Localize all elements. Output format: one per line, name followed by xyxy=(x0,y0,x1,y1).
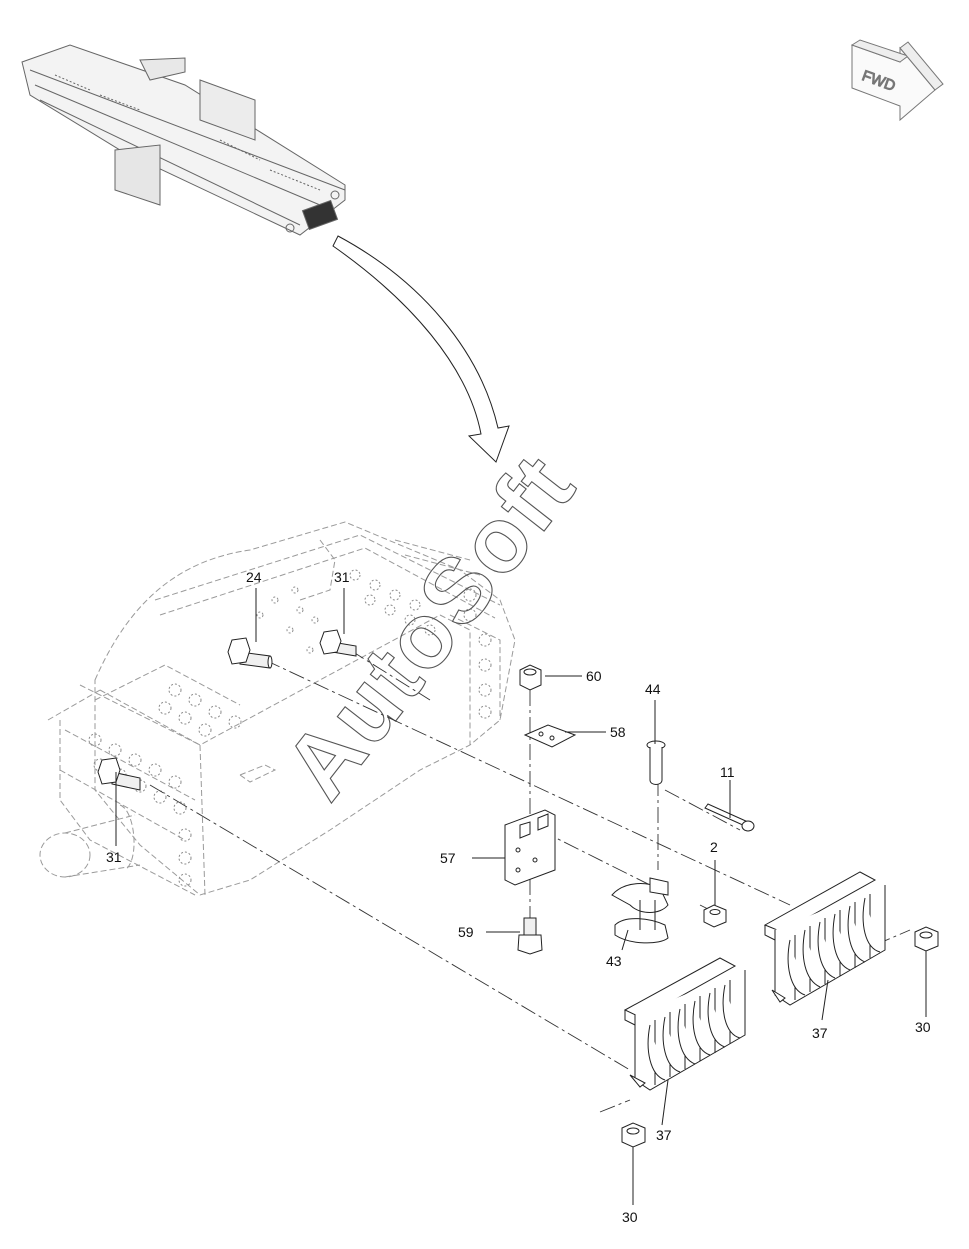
part-number-labels: 24 31 31 60 58 44 11 2 57 59 43 37 37 30… xyxy=(106,569,931,1225)
nut-30-right xyxy=(914,926,939,952)
label-11: 11 xyxy=(720,764,735,780)
label-37-bottom: 37 xyxy=(656,1127,672,1143)
label-31-top: 31 xyxy=(334,569,350,585)
plate-58 xyxy=(523,724,577,748)
guard-37-bottom xyxy=(623,957,746,1091)
bolt-24 xyxy=(227,637,273,669)
label-24: 24 xyxy=(246,569,262,585)
nut-30-bottom xyxy=(621,1122,646,1148)
bolt-31-top xyxy=(319,629,357,657)
frame-assembly xyxy=(39,521,516,896)
nut-60 xyxy=(519,664,542,691)
label-60: 60 xyxy=(586,668,602,684)
bracket-57 xyxy=(504,809,556,886)
label-30-bottom: 30 xyxy=(622,1209,638,1225)
label-leaders xyxy=(115,588,927,1205)
clevis-43 xyxy=(611,877,669,944)
cotter-pin-11 xyxy=(704,803,755,832)
guard-37-right xyxy=(763,871,886,1006)
bolt-59 xyxy=(517,917,543,955)
label-57: 57 xyxy=(440,850,456,866)
nut-2 xyxy=(703,904,727,928)
watermark-text: AutoSoft xyxy=(265,436,594,817)
label-58: 58 xyxy=(610,724,626,740)
bolt-31-left xyxy=(97,757,141,791)
label-37-right: 37 xyxy=(812,1025,828,1041)
label-30-right: 30 xyxy=(915,1019,931,1035)
label-59: 59 xyxy=(458,924,474,940)
fwd-arrow-icon: FWD xyxy=(850,39,944,122)
label-31-left: 31 xyxy=(106,849,122,865)
chassis-thumbnail xyxy=(21,44,346,236)
pin-44 xyxy=(646,740,666,785)
curved-pointer-arrow xyxy=(332,235,510,463)
label-44: 44 xyxy=(645,681,661,697)
label-43: 43 xyxy=(606,953,622,969)
assembly-centerlines xyxy=(149,649,911,1113)
label-2: 2 xyxy=(710,839,718,855)
